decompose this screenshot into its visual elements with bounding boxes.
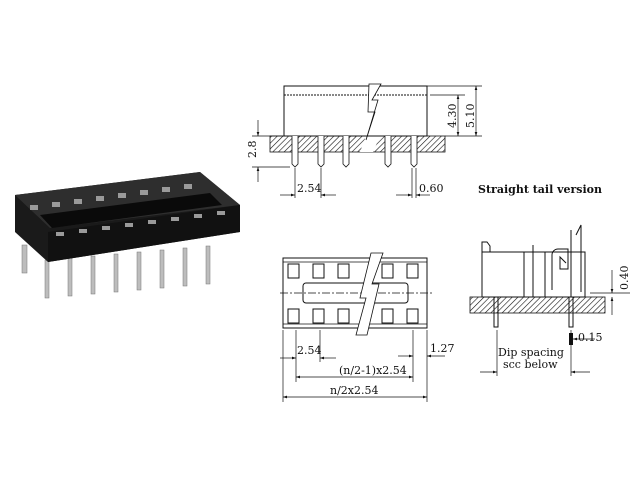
caption-straight-tail: Straight tail version: [478, 183, 602, 196]
dim-plan-pitch: 2.54: [297, 344, 322, 357]
socket-pins: [21, 244, 211, 299]
dim-end-offset: 1.27: [430, 342, 455, 355]
dim-contact-thickness: 0.15: [578, 331, 603, 344]
dim-pin-width: 0.60: [419, 182, 444, 195]
dim-overall-length: n/2x2.54: [330, 384, 379, 397]
elevation-view: 2.8 4.30 5.10 2.54 0.60 Straight tail ve…: [246, 83, 602, 198]
dim-pitch: 2.54: [297, 182, 322, 195]
dim-pin-span: (n/2-1)x2.54: [339, 364, 407, 377]
dim-standoff: 0.40: [618, 266, 631, 291]
plan-view: 2.54 1.27 (n/2-1)x2.54 n/2x2.54: [280, 252, 455, 402]
socket-photo: [15, 172, 240, 299]
dip-spacing-note-2: scc below: [503, 358, 558, 371]
socket-contacts: [30, 184, 225, 236]
side-view: 0.40 0.15 Dip spacing scc below: [469, 224, 631, 376]
dim-board-thickness: 2.8: [246, 141, 259, 159]
dim-body-height-inner: 4.30: [446, 104, 459, 129]
pins: [291, 136, 418, 168]
dim-body-height-total: 5.10: [464, 104, 477, 129]
dip-spacing-note-1: Dip spacing: [498, 346, 564, 359]
